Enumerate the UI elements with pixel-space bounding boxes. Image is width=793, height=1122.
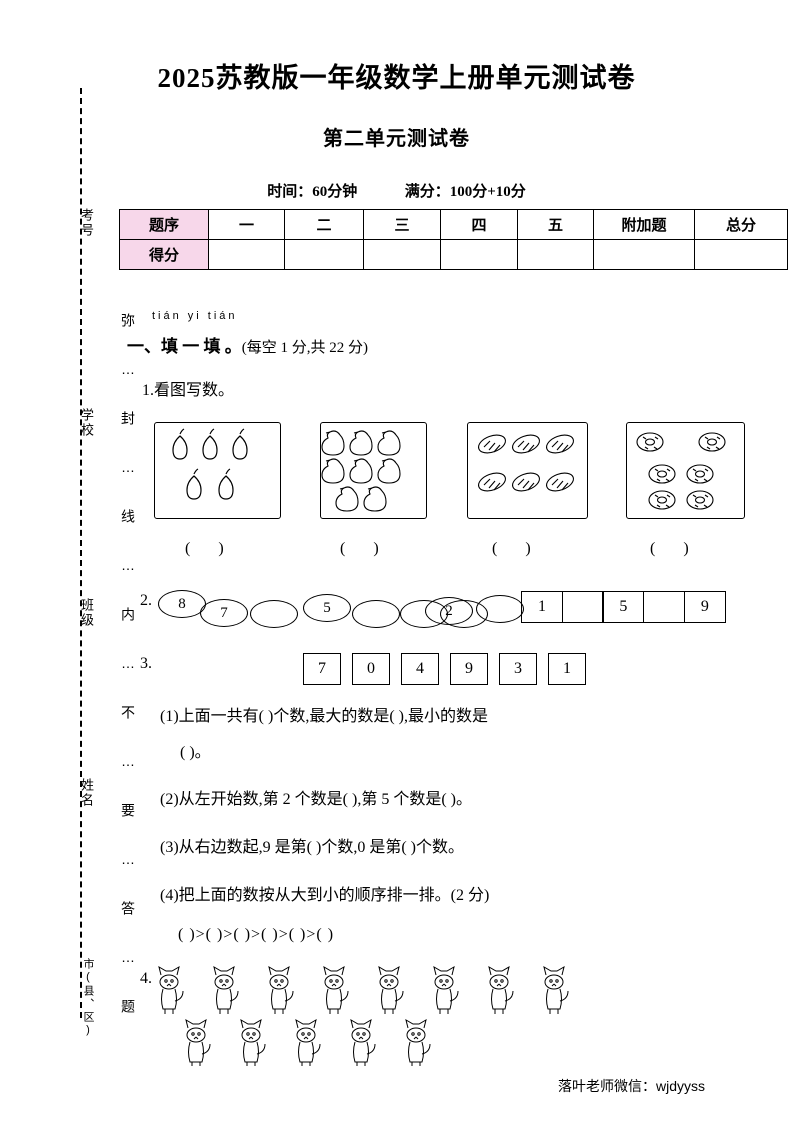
q3-box-1[interactable]: 7 xyxy=(303,653,341,685)
cell-s2[interactable] xyxy=(284,239,364,270)
seal-dashed-line xyxy=(80,88,82,1018)
q2-box-1[interactable]: 1 xyxy=(521,591,563,623)
q1-answer-2[interactable]: ( ) xyxy=(340,540,391,557)
q3-item-1: (1)上面一共有( )个数,最大的数是( ),最小的数是 xyxy=(160,708,488,725)
q2-ellipse-5[interactable] xyxy=(352,600,400,628)
cell-h4: 四 xyxy=(440,209,518,240)
cell-h6: 附加题 xyxy=(593,209,695,240)
q1-answer-1[interactable]: ( ) xyxy=(185,540,236,557)
q2-ellipse-4[interactable]: 5 xyxy=(303,594,351,622)
seal-mid-text: 弥 … 封 … 线 … 内 … 不 … 要 … 答 … 题 xyxy=(120,313,136,1022)
time-score-line: 时间：60分钟 满分：100分+10分 xyxy=(0,180,793,201)
cell-s6[interactable] xyxy=(593,239,695,270)
cell-h5: 五 xyxy=(517,209,594,240)
cell-h7: 总分 xyxy=(694,209,788,240)
seal-label-shixianqu: 市(县、区) xyxy=(82,958,94,1038)
page-title: 2025苏教版一年级数学上册单元测试卷 xyxy=(157,63,636,93)
picture-pears xyxy=(154,422,281,519)
fullscore-label: 满分：100分+10分 xyxy=(404,184,526,200)
q2-label: 2. xyxy=(140,592,152,609)
q2-ellipse-2[interactable]: 7 xyxy=(200,599,248,627)
q3-item-3: (3)从右边数起,9 是第( )个数,0 是第( )个数。 xyxy=(160,839,464,856)
q4-cats-row1 xyxy=(155,965,715,1017)
cell-h3: 三 xyxy=(363,209,441,240)
q4-cats-row2 xyxy=(182,1018,512,1066)
section1-note: (每空 1 分,共 22 分) xyxy=(241,340,368,356)
section1-pinyin: tián yi tián xyxy=(152,310,238,322)
time-label: 时间：60分钟 xyxy=(267,184,358,200)
q3-box-5[interactable]: 3 xyxy=(499,653,537,685)
picture-ducks xyxy=(320,422,427,519)
cell-s4[interactable] xyxy=(440,239,518,270)
cell-s7[interactable] xyxy=(694,239,788,270)
q2-box-2[interactable] xyxy=(561,591,604,623)
cell-s1[interactable] xyxy=(208,239,285,270)
q2-ellipse-3[interactable] xyxy=(250,600,298,628)
picture-breads xyxy=(467,422,588,519)
q2-box-5[interactable]: 9 xyxy=(683,591,726,623)
q1-label: 1.看图写数。 xyxy=(142,382,235,399)
q3-item-1b: ( )。 xyxy=(180,744,211,761)
table-row-score: 得分 xyxy=(119,239,788,270)
table-row-header: 题序 一 二 三 四 五 附加题 总分 xyxy=(119,209,788,240)
section1-title: 一、填 一 填 。 xyxy=(127,337,242,356)
q3-item-4: (4)把上面的数按从大到小的顺序排一排。(2 分) xyxy=(160,887,490,904)
section1-heading: 一、填 一 填 。(每空 1 分,共 22 分) xyxy=(127,332,368,357)
q3-box-3[interactable]: 4 xyxy=(401,653,439,685)
q3-item-2: (2)从左开始数,第 2 个数是( ),第 5 个数是( )。 xyxy=(160,791,472,808)
q1-answer-4[interactable]: ( ) xyxy=(650,540,701,557)
q2-box-3[interactable]: 5 xyxy=(602,591,645,623)
cell-s3[interactable] xyxy=(363,239,441,270)
q3-box-4[interactable]: 9 xyxy=(450,653,488,685)
seal-label-banji: 班级 xyxy=(79,598,94,628)
cell-defen: 得分 xyxy=(119,239,209,270)
picture-donuts xyxy=(626,422,745,519)
cell-h2: 二 xyxy=(284,209,364,240)
q2-ellipse-9[interactable] xyxy=(476,595,524,623)
seal-label-xingming: 姓名 xyxy=(79,778,94,808)
q1-answer-3[interactable]: ( ) xyxy=(492,540,543,557)
cell-tixu: 题序 xyxy=(119,209,209,240)
page-subtitle: 第二单元测试卷 xyxy=(323,128,470,150)
q2-box-row: 1 5 9 xyxy=(521,591,726,623)
cell-s5[interactable] xyxy=(517,239,594,270)
seal-strip: 考号 学校 班级 姓名 市(县、区) 弥 … 封 … 线 … 内 … 不 … 要… xyxy=(52,88,136,1038)
seal-label-kaohao: 考号 xyxy=(79,208,94,238)
q3-item-5: ( )>( )>( )>( )>( )>( ) xyxy=(178,926,335,943)
q2-box-4[interactable] xyxy=(643,591,686,623)
q3-box-2[interactable]: 0 xyxy=(352,653,390,685)
cell-h1: 一 xyxy=(208,209,285,240)
seal-label-xuexiao: 学校 xyxy=(79,408,94,438)
footer-watermark: 落叶老师微信：wjdyyss xyxy=(557,1078,705,1094)
score-table: 题序 一 二 三 四 五 附加题 总分 得分 xyxy=(119,209,788,270)
q3-box-6[interactable]: 1 xyxy=(548,653,586,685)
q3-label: 3. xyxy=(140,655,152,672)
q2-ellipse-1[interactable]: 8 xyxy=(158,590,206,618)
q4-label: 4. xyxy=(140,970,152,987)
